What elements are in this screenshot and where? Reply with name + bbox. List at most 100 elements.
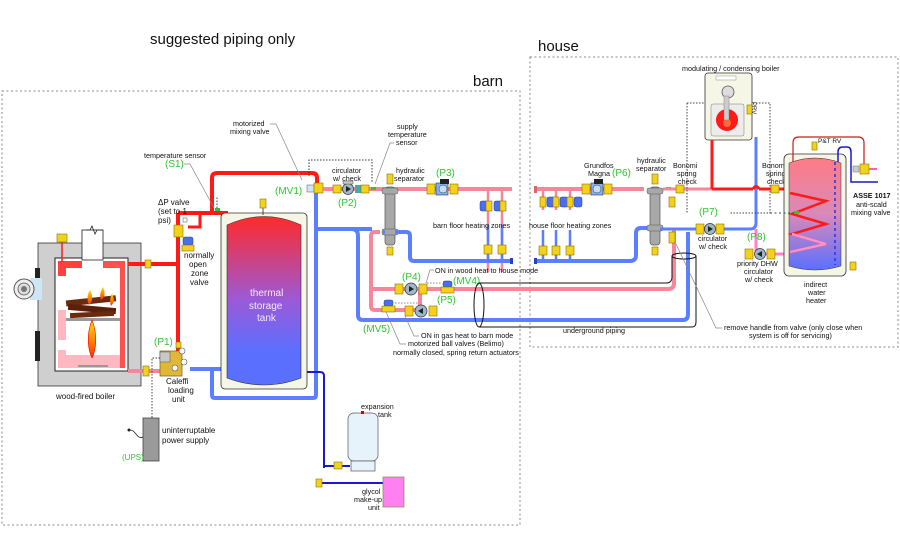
circulator-p5[interactable]: [404, 304, 438, 318]
barn-return-main: [318, 227, 360, 300]
caleffi-label-1: Caleffi: [166, 377, 189, 386]
tank-label-2: storage: [249, 301, 283, 312]
asse-label-2: anti-scald: [856, 200, 887, 209]
underground-piping-sleeve: [473, 252, 697, 328]
barn-zone-balancing-2[interactable]: [497, 244, 507, 255]
house-zone-actuator-3[interactable]: [573, 196, 583, 208]
mv5-actuator[interactable]: [383, 299, 394, 307]
house-zones-label: house floor heating zones: [529, 221, 612, 230]
firewood-icon: [65, 295, 117, 319]
circulator-barn-label-2: w/ check: [332, 174, 361, 183]
glycol-label-2: make-up: [354, 495, 382, 504]
underground-isolation-valve[interactable]: [668, 231, 676, 244]
circulator-p2[interactable]: [332, 180, 370, 195]
motorized-ball-valve-mv4[interactable]: [440, 286, 455, 294]
mixing-valve-label-1: motorized: [233, 119, 265, 128]
circulator-barn-label-1: circulator: [332, 166, 362, 175]
expansion-tank-label-1: expansion: [361, 402, 394, 411]
tag-p6: (P6): [612, 168, 631, 179]
dhw-tank-sensor: [794, 211, 799, 214]
zone-valve-label-4: valve: [190, 278, 209, 287]
tag-mv4: (MV4): [453, 276, 480, 287]
tag-mv5: (MV5): [363, 324, 390, 335]
barn-zone-balancing-1[interactable]: [483, 244, 493, 255]
bonomi-check-1[interactable]: [675, 184, 685, 194]
house-zone-valve-1[interactable]: [539, 196, 547, 208]
supply-temperature-sensor: [371, 187, 376, 190]
circulator-p8-priority-dhw[interactable]: [744, 248, 776, 260]
barn-zones-label: barn floor heating zones: [433, 221, 511, 230]
house-zone-balancing-1[interactable]: [538, 245, 548, 256]
ups-control-wire: [151, 357, 160, 418]
ups-label-2: power supply: [162, 436, 209, 445]
motorized-mixing-valve[interactable]: [313, 182, 324, 194]
zone-valve[interactable]: [181, 244, 195, 252]
caleffi-loading-unit[interactable]: [159, 341, 188, 377]
flame-icon: [87, 287, 114, 359]
circulator-p7[interactable]: [695, 223, 725, 235]
separator-barn-label-1: hydraulic: [396, 166, 425, 175]
asse-label-1: ASSE 1017: [853, 191, 891, 200]
bonomi-check-2[interactable]: [770, 184, 780, 194]
barn-return-header: [395, 230, 512, 263]
grundfos-label-2: Magna: [588, 169, 610, 178]
circulator-p6-grundfos-magna[interactable]: [581, 179, 613, 196]
boiler-supply-fitting: [144, 259, 152, 269]
fill-drain-valve[interactable]: [315, 478, 323, 488]
zone-valve-label-3: zone: [191, 269, 209, 278]
pt-rv-label: P&T RV: [818, 138, 842, 145]
on-wood-heat-label: ON in wood heat to house mode: [435, 266, 538, 275]
modulating-condensing-boiler: [704, 72, 753, 141]
mod-boiler-label: modulating / condensing boiler: [682, 64, 780, 73]
remove-handle-label-2: system is off for servicing): [749, 331, 832, 340]
temperature-sensor-label: temperature sensor: [144, 151, 207, 160]
mixing-valve-actuator-icon[interactable]: [306, 184, 315, 193]
boiler-return-fitting: [142, 365, 150, 377]
house-zone-valve-2[interactable]: [552, 196, 560, 208]
glycol-label-3: unit: [368, 503, 380, 512]
indirect-heater-label-2: water: [807, 288, 826, 297]
remove-handle-label-1: remove handle from valve (only close whe…: [724, 323, 862, 332]
dp-valve[interactable]: [173, 224, 184, 238]
separator-barn-label-2: separator: [394, 174, 425, 183]
expansion-isolation-valve[interactable]: [333, 461, 343, 470]
barn-zone-valve-2[interactable]: [499, 200, 507, 212]
mv4-actuator[interactable]: [442, 280, 453, 288]
motorized-ball-valve-mv5[interactable]: [381, 305, 396, 313]
circulator-p3[interactable]: [426, 179, 459, 196]
tag-p1: (P1): [154, 337, 173, 348]
tag-p8: (P8): [747, 232, 766, 243]
house-zone-balancing-3[interactable]: [565, 245, 575, 256]
dhw-circ-label-1: priority DHW: [737, 259, 778, 268]
tag-p7: (P7): [699, 207, 718, 218]
dp-valve-label-3: psi): [158, 216, 171, 225]
ball-valves-label-1: motorized ball valves (Belimo): [408, 339, 504, 348]
circulator-p4[interactable]: [394, 282, 428, 296]
barn-zone-valve-1[interactable]: [485, 200, 493, 212]
dhw-circ-label-3: w/ check: [744, 275, 773, 284]
caleffi-label-2: loading: [168, 386, 194, 395]
house-supply-transfer: [371, 230, 676, 291]
house-zone-valve-3[interactable]: [566, 196, 574, 208]
thermal-storage-tank: [220, 198, 308, 390]
pt-relief-valve[interactable]: [811, 141, 818, 151]
house-zone-balancing-2[interactable]: [551, 245, 561, 256]
tag-p2: (P2): [338, 198, 357, 209]
zone-valve-bypass: [188, 211, 202, 229]
tag-mv1: (MV1): [275, 186, 302, 197]
indirect-heater-label-3: heater: [806, 296, 827, 305]
circulator-house-label-2: w/ check: [698, 242, 727, 251]
prv-valve[interactable]: [746, 104, 753, 115]
separator-isolation-valve[interactable]: [668, 196, 676, 208]
zone-valve-actuator[interactable]: [182, 236, 194, 246]
dhw-drain-valve[interactable]: [849, 261, 857, 271]
wood-boiler-label: wood-fired boiler: [55, 392, 115, 401]
separator-house-label-1: hydraulic: [637, 156, 666, 165]
anti-scald-mixing-valve[interactable]: [859, 163, 870, 175]
boiler-relief-valve[interactable]: [56, 233, 68, 243]
circulator-house-label-1: circulator: [698, 234, 728, 243]
zone-label-barn: barn: [473, 73, 503, 90]
tag-p3: (P3): [436, 168, 455, 179]
boiler-return-blue: [660, 137, 758, 231]
power-cord-icon: [129, 429, 144, 438]
